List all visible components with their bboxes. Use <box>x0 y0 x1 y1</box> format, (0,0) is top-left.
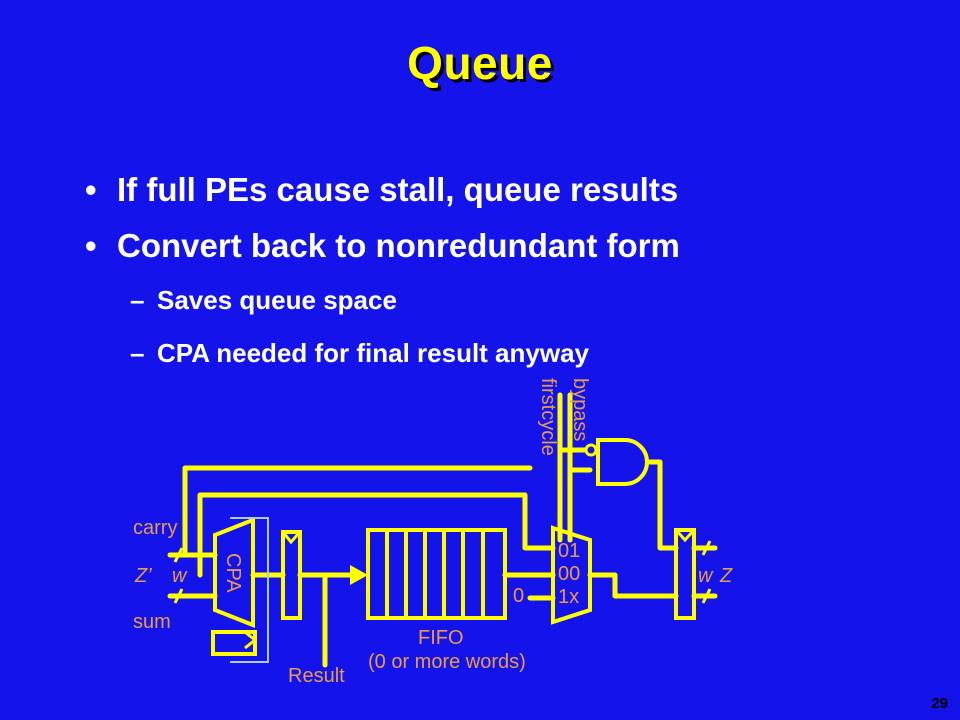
label-fifo-note: (0 or more words) <box>368 651 526 673</box>
label-w-left: w <box>172 565 188 587</box>
label-z-prime: Z’ <box>134 565 152 587</box>
wire-mux-out <box>587 572 679 599</box>
bullet-item: • Convert back to nonredundant form <box>85 218 680 274</box>
fifo-arrow-icon <box>350 565 368 585</box>
subbullet-dash-icon: – <box>130 285 145 315</box>
cpa-bracket <box>230 517 269 663</box>
pipeline-register <box>281 530 302 620</box>
label-bypass: bypass <box>569 378 591 441</box>
label-cpa: CPA <box>222 553 244 593</box>
label-z: Z <box>719 565 733 587</box>
slide-title: Queue <box>407 37 553 89</box>
bus-marks <box>173 540 712 604</box>
label-carry: carry <box>133 517 177 539</box>
subbullet-text: Saves queue space <box>157 285 397 315</box>
fifo-block <box>366 528 507 620</box>
label-w-right: w <box>698 565 714 587</box>
label-mux-00: 00 <box>558 563 580 585</box>
subbullet-item: – CPA needed for final result anyway <box>85 327 680 380</box>
label-sum: sum <box>133 611 171 633</box>
label-result: Result <box>288 665 345 687</box>
subbullet-dash-icon: – <box>130 338 145 368</box>
bullet-dot-icon: • <box>85 227 97 264</box>
bullet-text: If full PEs cause stall, queue results <box>117 171 679 208</box>
clock-triangle-icon <box>244 630 258 650</box>
page-number: 29 <box>931 695 948 712</box>
and-gate <box>596 438 649 486</box>
output-register <box>674 528 696 620</box>
inverter-bubble-icon <box>584 443 598 457</box>
wire-carry-loop <box>182 465 533 558</box>
label-zero: 0 <box>513 585 524 607</box>
subbullet-text: CPA needed for final result anyway <box>157 338 589 368</box>
wire-and-output <box>647 459 679 551</box>
label-firstcycle: firstcycle <box>537 378 559 456</box>
cpa-adder-shape <box>213 517 255 628</box>
subbullet-item: – Saves queue space <box>85 274 680 327</box>
mux-shape <box>551 525 592 625</box>
bullet-item: • If full PEs cause stall, queue results <box>85 162 680 218</box>
clock-triangle-icon <box>281 530 302 545</box>
label-fifo: FIFO <box>418 627 464 649</box>
bullet-dot-icon: • <box>85 171 97 208</box>
bullet-list: • If full PEs cause stall, queue results… <box>85 162 680 380</box>
label-mux-01: 01 <box>558 540 580 562</box>
cpa-register-box <box>211 630 257 656</box>
bullet-text: Convert back to nonredundant form <box>117 227 680 264</box>
clock-triangle-icon <box>674 528 696 543</box>
label-mux-1x: 1x <box>558 586 579 608</box>
wire-mux-feedback <box>197 492 556 578</box>
